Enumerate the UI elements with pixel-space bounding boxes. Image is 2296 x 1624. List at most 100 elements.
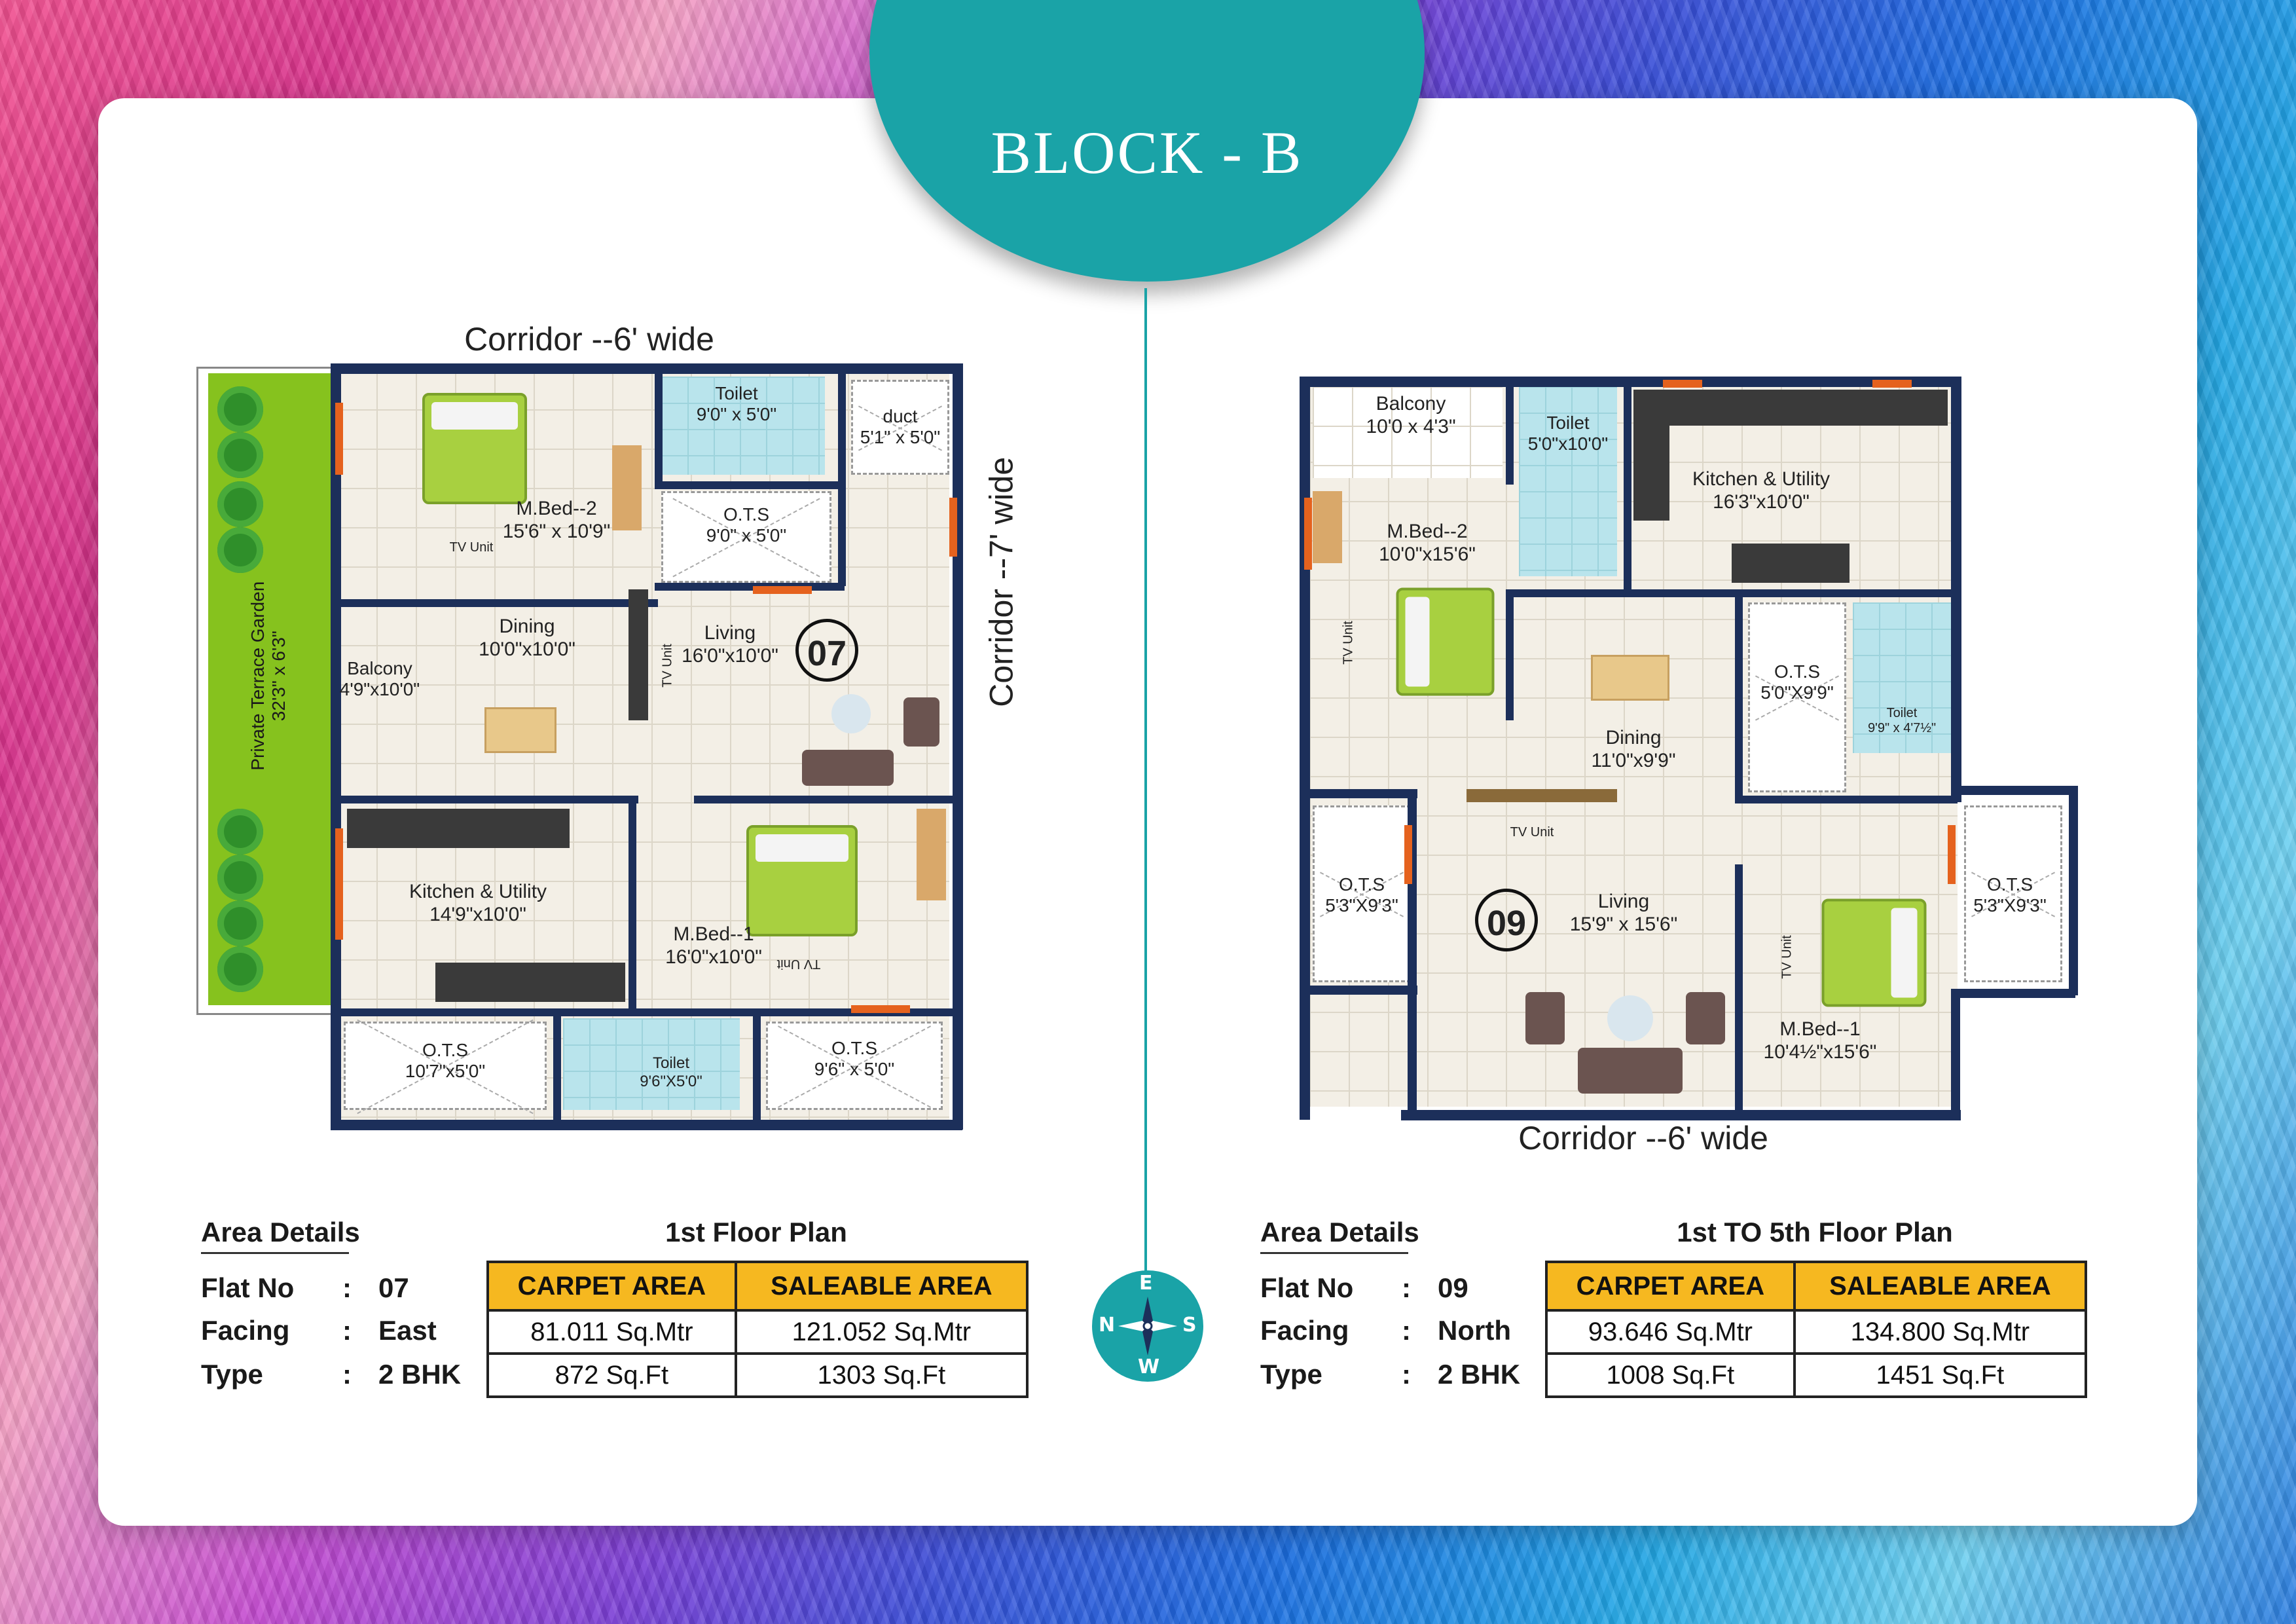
area-table: CARPET AREA SALEABLE AREA 93.646 Sq.Mtr … [1545, 1261, 2088, 1398]
terrace-garden [208, 373, 333, 1005]
area-details-heading: Area Details [1260, 1217, 1419, 1247]
heading-underline [201, 1252, 349, 1254]
wall [1951, 786, 2075, 795]
kitchen-counter [435, 963, 625, 1002]
wall [331, 599, 658, 607]
sep: : [342, 1272, 352, 1303]
facing-value: East [378, 1315, 437, 1346]
saleable-area-sqmtr: 121.052 Sq.Mtr [734, 1309, 1029, 1355]
tv-unit-label-1: TV Unit [1341, 621, 1356, 665]
flat-number-09: 09 [1475, 889, 1538, 951]
wall [331, 1120, 962, 1130]
shrub [217, 386, 263, 432]
tv-unit-label-3: TV Unit [1779, 935, 1795, 979]
flat-no-value: 07 [378, 1272, 409, 1303]
table-row: 1008 Sq.Ft 1451 Sq.Ft [1545, 1352, 2088, 1398]
wall [1401, 1110, 1961, 1120]
kitchen-counter [1732, 544, 1850, 583]
duct-box [851, 380, 949, 475]
window [335, 403, 343, 475]
corridor-top-label: Corridor --6' wide [464, 321, 714, 358]
ots-right-box [1964, 805, 2062, 982]
toilet-top-floor [661, 377, 825, 475]
compass-w: W [1138, 1356, 1160, 1378]
type-value: 2 BHK [378, 1359, 462, 1390]
ots-bl-box [344, 1022, 547, 1110]
shrub [217, 432, 263, 478]
flat-number-07: 07 [795, 619, 858, 682]
window [1404, 825, 1412, 884]
window [1872, 380, 1912, 388]
ots-top-box [661, 491, 831, 583]
shrub [217, 527, 263, 573]
wall [1300, 377, 1961, 387]
tv-unit-label-2: TV Unit [1510, 825, 1554, 840]
wall [1300, 789, 1417, 798]
wall [331, 1008, 962, 1016]
wardrobe [612, 445, 642, 530]
balcony-floor [1313, 386, 1503, 478]
tv-unit [1467, 789, 1617, 802]
sep: : [342, 1315, 352, 1346]
plan-title: 1st Floor Plan [665, 1217, 847, 1247]
kitchen-counter [1633, 390, 1669, 521]
wall [694, 796, 962, 803]
tv-unit [629, 589, 648, 720]
bed [1396, 587, 1495, 696]
wall [1951, 989, 1960, 1120]
table-row: 872 Sq.Ft 1303 Sq.Ft [486, 1352, 1029, 1398]
table-row: 81.011 Sq.Mtr 121.052 Sq.Mtr [486, 1309, 1029, 1355]
wall [1735, 593, 1743, 802]
armchair [903, 697, 939, 747]
compass-n: N [1099, 1314, 1116, 1337]
armchair [1525, 992, 1565, 1044]
flat-no-label: Flat No [201, 1272, 295, 1303]
garden-label: Private Terrace Garden 32'3" x 6'3" [247, 581, 289, 771]
sep: : [1402, 1359, 1411, 1390]
carpet-area-sqmtr: 93.646 Sq.Mtr [1545, 1309, 1796, 1355]
saleable-area-sqft: 1451 Sq.Ft [1793, 1352, 2088, 1398]
sep: : [342, 1359, 352, 1390]
flat-no-label: Flat No [1260, 1272, 1354, 1303]
window [753, 586, 812, 594]
table-row: 93.646 Sq.Mtr 134.800 Sq.Mtr [1545, 1309, 2088, 1355]
wall [553, 1012, 561, 1123]
center-divider [1144, 288, 1147, 1356]
saleable-area-header: SALEABLE AREA [734, 1261, 1029, 1312]
carpet-area-sqmtr: 81.011 Sq.Mtr [486, 1309, 737, 1355]
ots-mid-box [1748, 602, 1846, 792]
wall [655, 481, 845, 489]
wall [1506, 386, 1514, 485]
area-details-heading: Area Details [201, 1217, 360, 1247]
table-header-row: CARPET AREA SALEABLE AREA [1545, 1261, 2088, 1312]
wardrobe [1313, 491, 1342, 563]
toilet-mid-floor [1853, 602, 1951, 753]
armchair [1686, 992, 1725, 1044]
carpet-area-sqft: 1008 Sq.Ft [1545, 1352, 1796, 1398]
window [949, 498, 957, 557]
block-title: BLOCK - B [991, 119, 1303, 186]
facing-label: Facing [201, 1315, 290, 1346]
wall [1951, 989, 2075, 998]
bed [746, 825, 858, 936]
wall [1735, 864, 1743, 1113]
saleable-area-header: SALEABLE AREA [1793, 1261, 2088, 1312]
wall [331, 796, 638, 803]
bed [422, 393, 527, 504]
corridor-side-label: Corridor --7' wide [983, 456, 1020, 707]
